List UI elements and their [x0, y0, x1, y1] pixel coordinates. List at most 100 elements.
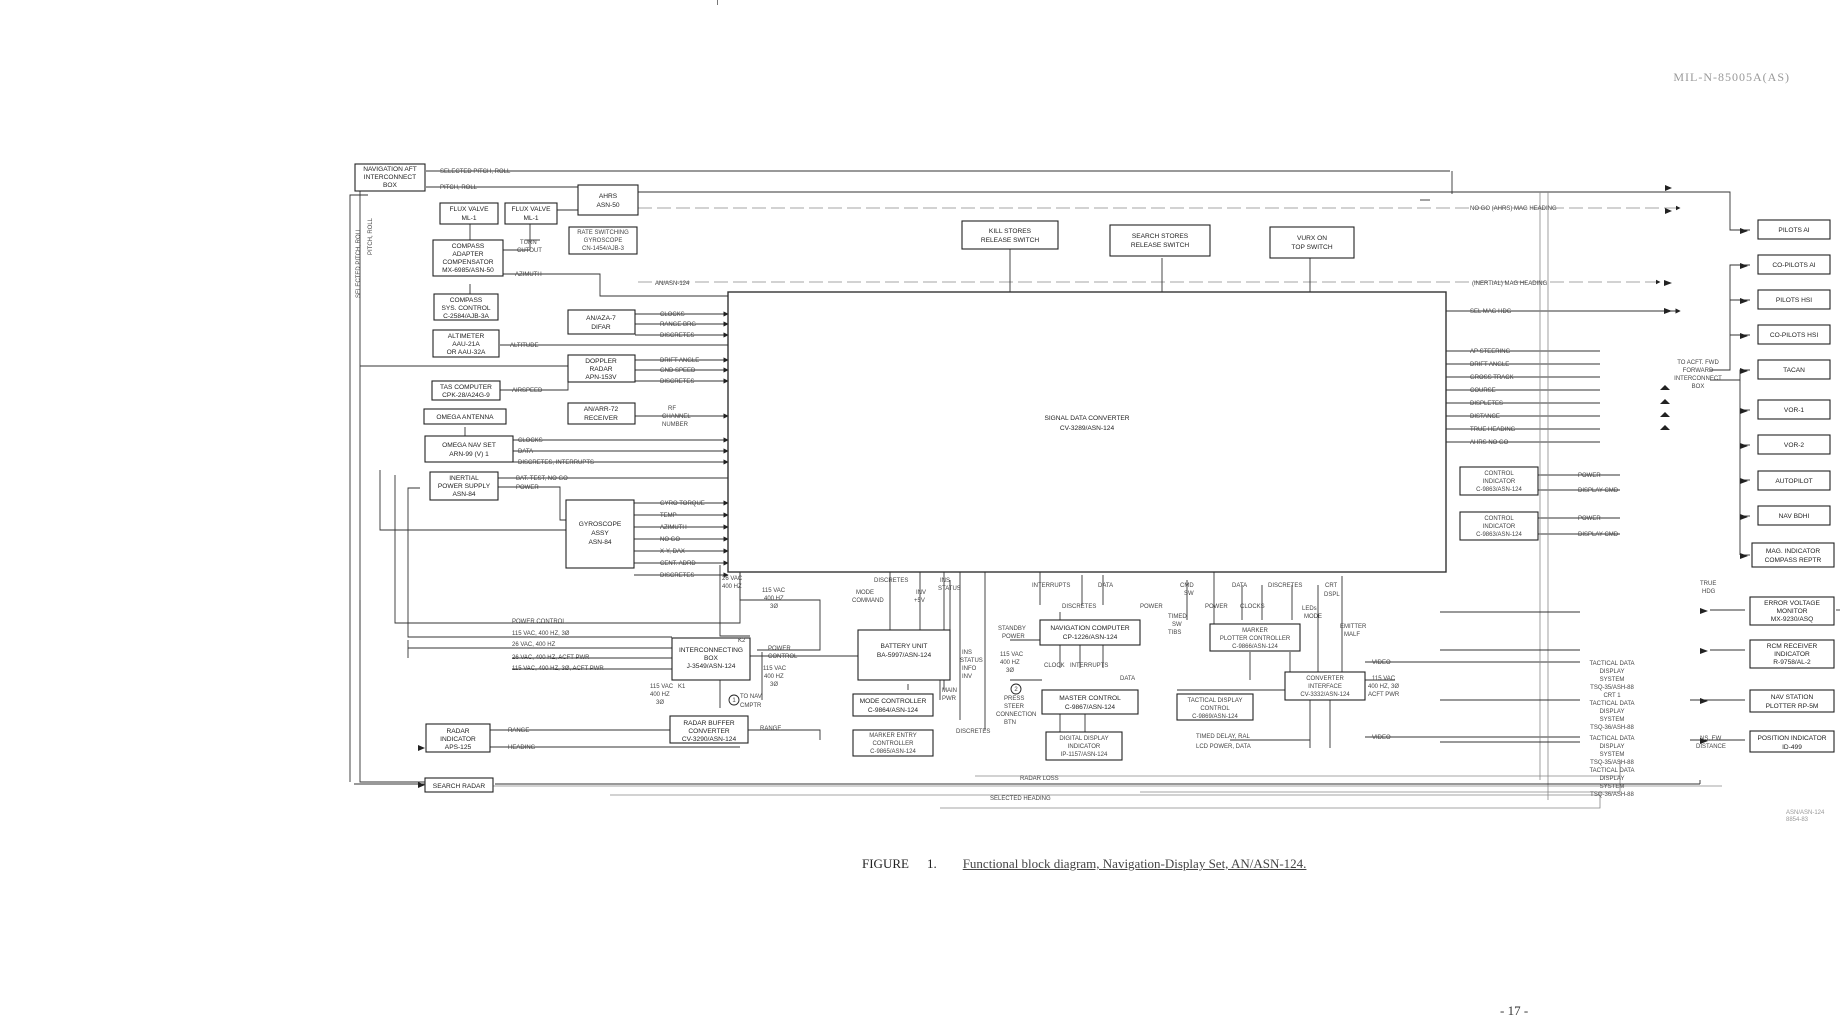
- svg-text:NAV STATION: NAV STATION: [1771, 694, 1814, 701]
- figure-title: Functional block diagram, Navigation-Dis…: [962, 856, 1307, 871]
- label-data: DATA: [1098, 583, 1113, 589]
- svg-text:DATA: DATA: [1120, 676, 1135, 682]
- svg-text:NO GO: NO GO: [660, 537, 680, 543]
- svg-text:CPK-28/A24G-9: CPK-28/A24G-9: [442, 392, 490, 399]
- svg-text:ACFT PWR: ACFT PWR: [1368, 692, 1400, 698]
- svg-text:APS-125: APS-125: [445, 744, 472, 751]
- svg-text:ADAPTER: ADAPTER: [452, 251, 483, 258]
- label-selected-heading: SELECTED HEADING: [990, 796, 1051, 802]
- svg-text:SW: SW: [1184, 591, 1194, 597]
- svg-text:MODE: MODE: [856, 590, 874, 596]
- svg-text:CONTROL: CONTROL: [1484, 471, 1514, 477]
- svg-text:400 HZ: 400 HZ: [764, 596, 784, 602]
- blocks: SIGNAL DATA CONVERTER CV-3289/ASN-124 NA…: [354, 163, 1835, 798]
- ahrs-block: AHRS ASN-50: [577, 184, 639, 216]
- svg-text:POWER: POWER: [1578, 516, 1601, 522]
- svg-text:115 VAC: 115 VAC: [763, 666, 787, 672]
- svg-text:400 HZ, 3Ø: 400 HZ, 3Ø: [1368, 684, 1399, 690]
- svg-text:FORWARD: FORWARD: [1683, 368, 1714, 374]
- label-discretes-top: DISCRETES: [874, 578, 908, 584]
- vor-2: VOR-2: [1757, 434, 1831, 455]
- svg-text:CONTROLLER: CONTROLLER: [872, 741, 914, 747]
- tas-computer: TAS COMPUTER CPK-28/A24G-9: [431, 380, 501, 401]
- svg-text:OMEGA NAV SET: OMEGA NAV SET: [442, 442, 496, 449]
- svg-text:ASSY: ASSY: [591, 530, 609, 537]
- svg-text:3Ø: 3Ø: [770, 604, 778, 610]
- label-video-2: VIDEO: [1372, 735, 1391, 741]
- svg-text:115 VAC, 400 HZ, 3Ø, ACFT PWR: 115 VAC, 400 HZ, 3Ø, ACFT PWR: [512, 666, 604, 672]
- label-video: VIDEO: [1372, 660, 1391, 666]
- svg-text:SEARCH STORES: SEARCH STORES: [1132, 233, 1189, 240]
- svg-text:MAG. INDICATOR: MAG. INDICATOR: [1766, 548, 1821, 555]
- label-lcd-power: LCD POWER, DATA: [1196, 744, 1251, 750]
- svg-text:TACTICAL DATA: TACTICAL DATA: [1589, 768, 1634, 774]
- label-range: RANGE: [508, 728, 529, 734]
- pilots-hsi: PILOTS HSI: [1757, 289, 1831, 310]
- page-number: - 17 -: [1500, 1003, 1529, 1018]
- svg-text:RELEASE SWITCH: RELEASE SWITCH: [981, 237, 1039, 244]
- autopilot: AUTOPILOT: [1757, 470, 1831, 491]
- svg-text:TIMED: TIMED: [1168, 614, 1187, 620]
- label-power: POWER: [516, 485, 539, 491]
- copilots-ai: CO-PILOTS AI: [1757, 254, 1831, 275]
- svg-text:+5V: +5V: [914, 598, 925, 604]
- svg-text:115 VAC: 115 VAC: [762, 588, 786, 594]
- navigation-computer: NAVIGATION COMPUTER CP-1226/ASN-124: [1039, 619, 1141, 646]
- svg-text:INV: INV: [916, 590, 926, 596]
- svg-text:TIBS: TIBS: [1168, 630, 1181, 636]
- svg-text:C-9867/ASN-124: C-9867/ASN-124: [1065, 704, 1116, 711]
- svg-text:RECEIVER: RECEIVER: [584, 415, 618, 422]
- svg-text:RADAR: RADAR: [446, 728, 469, 735]
- tactical-data-display-2: TACTICAL DATA DISPLAY SYSTEM TSQ-35/ASH-…: [1589, 736, 1634, 798]
- svg-text:INFO: INFO: [962, 666, 977, 672]
- svg-text:TSQ-36/ASH-88: TSQ-36/ASH-88: [1590, 725, 1634, 731]
- svg-text:ASN-84: ASN-84: [452, 491, 475, 498]
- copilots-hsi: CO-PILOTS HSI: [1757, 324, 1831, 345]
- svg-text:DISPLAY CMD: DISPLAY CMD: [1578, 488, 1619, 494]
- svg-text:CO-PILOTS AI: CO-PILOTS AI: [1772, 262, 1815, 269]
- svg-text:INV: INV: [962, 674, 972, 680]
- label-selected-pitch-roll-v: SELECTED PITCH, ROLL: [356, 227, 362, 298]
- label-altitude: ALTITUDE: [510, 343, 539, 349]
- svg-text:SEARCH RADAR: SEARCH RADAR: [433, 783, 486, 790]
- svg-text:C-9866/ASN-124: C-9866/ASN-124: [1232, 644, 1278, 650]
- svg-text:CV-3332/ASN-124: CV-3332/ASN-124: [1300, 692, 1350, 698]
- gyroscope-assy: GYROSCOPE ASSY ASN-84: [565, 499, 635, 569]
- svg-text:C-9869/ASN-124: C-9869/ASN-124: [1192, 714, 1238, 720]
- svg-text:COMPASS: COMPASS: [452, 243, 485, 250]
- svg-text:RATE SWITCHING: RATE SWITCHING: [577, 230, 629, 236]
- sdc-label-2: CV-3289/ASN-124: [1060, 425, 1115, 432]
- svg-text:FLUX VALVE: FLUX VALVE: [512, 206, 552, 213]
- svg-text:CONVERTER: CONVERTER: [1306, 676, 1344, 682]
- circle-markers: 1 2: [728, 683, 1022, 706]
- svg-text:EMITTER: EMITTER: [1340, 624, 1367, 630]
- svg-text:TACTICAL DATA: TACTICAL DATA: [1589, 736, 1634, 742]
- svg-text:AP STEERING: AP STEERING: [1470, 349, 1511, 355]
- label-pitch-roll-v: PITCH, ROLL: [368, 217, 374, 255]
- mag-indicator: MAG. INDICATOR COMPASS REPTR: [1751, 542, 1835, 568]
- svg-text:DISTANCE: DISTANCE: [1470, 414, 1500, 420]
- omega-antenna: OMEGA ANTENNA: [423, 408, 507, 425]
- figure-label: FIGURE: [862, 856, 909, 871]
- document-id: MIL-N-85005A(AS): [1673, 70, 1790, 84]
- svg-text:OMEGA ANTENNA: OMEGA ANTENNA: [436, 414, 494, 421]
- svg-text:TACTICAL DISPLAY: TACTICAL DISPLAY: [1188, 698, 1243, 704]
- svg-text:400 HZ: 400 HZ: [1000, 660, 1020, 666]
- svg-text:COMPASS REPTR: COMPASS REPTR: [1765, 557, 1822, 564]
- search-radar: SEARCH RADAR: [424, 777, 494, 793]
- svg-text:CLOCK: CLOCK: [1044, 663, 1065, 669]
- svg-text:INTERRUPTS: INTERRUPTS: [1070, 663, 1108, 669]
- svg-text:PWR: PWR: [942, 696, 957, 702]
- svg-text:TSQ-35/ASH-88: TSQ-35/ASH-88: [1590, 685, 1634, 691]
- pilots-ai: PILOTS AI: [1757, 219, 1831, 240]
- svg-text:AHRS NO GO: AHRS NO GO: [1470, 440, 1509, 446]
- svg-text:1: 1: [732, 698, 736, 704]
- svg-text:DISPLAY: DISPLAY: [1600, 669, 1625, 675]
- svg-text:OR AAU-32A: OR AAU-32A: [447, 349, 486, 356]
- search-stores-switch: SEARCH STORES RELEASE SWITCH: [1109, 224, 1211, 257]
- doppler-radar: DOPPLER RADAR APN-153V: [567, 354, 636, 383]
- svg-text:3Ø: 3Ø: [770, 682, 778, 688]
- label-timed-delay: TIMED DELAY, RAL: [1196, 734, 1250, 740]
